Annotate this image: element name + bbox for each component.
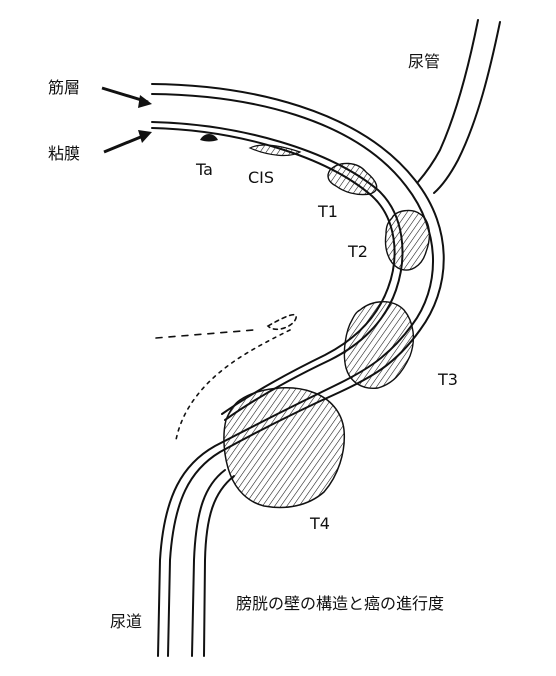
label-mucosa: 粘膜 xyxy=(48,144,81,163)
dashed-contour xyxy=(155,313,297,441)
tumor-ta xyxy=(200,134,218,142)
label-ureter: 尿管 xyxy=(408,52,441,71)
label-stage-t3: T3 xyxy=(438,370,458,389)
label-muscle-layer: 筋層 xyxy=(48,78,81,97)
figure-caption: 膀胱の壁の構造と癌の進行度 xyxy=(236,594,445,613)
tumor-t3 xyxy=(343,301,415,389)
ureter-tube xyxy=(417,19,501,194)
label-stage-t2: T2 xyxy=(348,242,368,261)
tumor-t1 xyxy=(327,162,378,196)
label-stage-ta: Ta xyxy=(196,160,213,179)
arrow-muscle-layer xyxy=(101,86,152,108)
label-stage-t1: T1 xyxy=(318,202,338,221)
label-stage-t4: T4 xyxy=(310,514,330,533)
label-stage-cis: CIS xyxy=(248,168,275,187)
tumor-cis xyxy=(248,144,302,157)
label-urethra: 尿道 xyxy=(110,612,143,631)
tumor-t2 xyxy=(384,209,431,271)
tumor-t4 xyxy=(223,387,346,509)
arrow-mucosa xyxy=(103,130,152,154)
